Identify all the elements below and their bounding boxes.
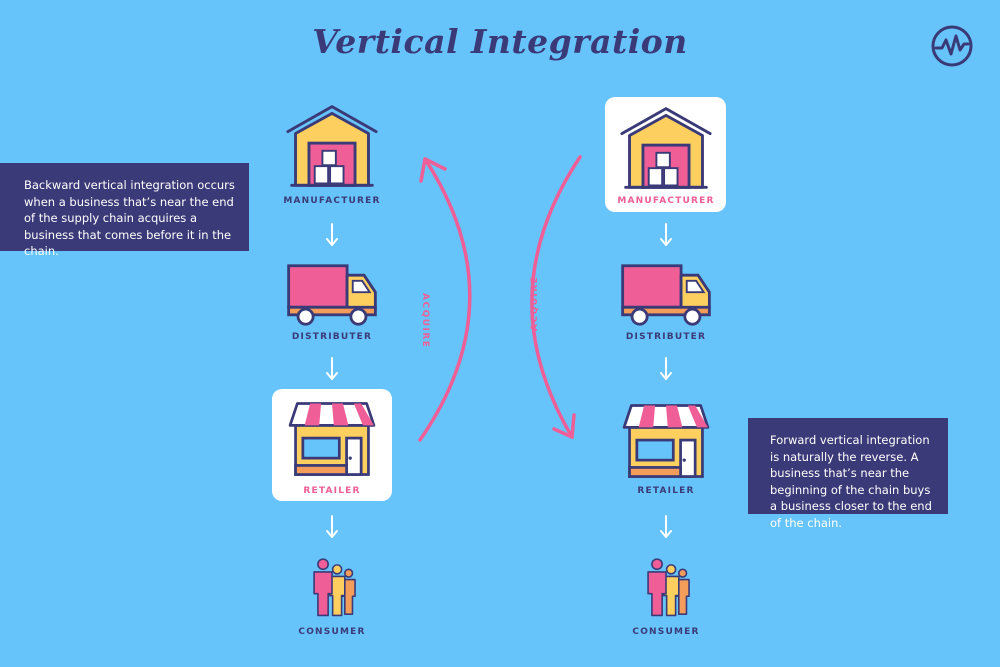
warehouse-icon (618, 104, 714, 192)
truck-icon (618, 262, 714, 328)
arrow-down-icon (325, 514, 339, 540)
arrow-down-icon (325, 222, 339, 248)
forward-step-consumer: CONSUMER (632, 627, 700, 637)
backward-step-distributer: DISTRIBUTER (291, 332, 373, 342)
forward-description-box: Forward vertical integration is naturall… (748, 418, 948, 530)
forward-acquire-arrow (530, 155, 582, 439)
people-icon (634, 553, 698, 619)
people-icon (300, 553, 364, 619)
warehouse-icon (284, 102, 380, 190)
forward-description: Forward vertical integration is naturall… (770, 433, 932, 530)
forward-step-distributer: DISTRIBUTER (625, 332, 707, 342)
backward-step-retailer: RETAILER (303, 486, 361, 496)
forward-step-manufacturer: MANUFACTURER (617, 196, 715, 206)
arrow-down-icon (659, 514, 673, 540)
backward-step-consumer: CONSUMER (298, 627, 366, 637)
backward-description-box: Backward vertical integration occurs whe… (0, 163, 249, 258)
wave-circle-logo (931, 25, 973, 67)
storefront-icon (620, 400, 712, 482)
forward-step-retailer: RETAILER (637, 486, 695, 496)
forward-acquire-label: ACQUIRE (530, 275, 540, 331)
backward-acquire-arrow (418, 157, 472, 442)
arrow-down-icon (659, 222, 673, 248)
storefront-icon (286, 398, 378, 480)
truck-icon (284, 262, 380, 328)
arrow-down-icon (659, 356, 673, 382)
page-title: Vertical Integration (312, 22, 688, 61)
backward-acquire-label: ACQUIRE (420, 293, 430, 349)
backward-description: Backward vertical integration occurs whe… (24, 178, 235, 258)
backward-step-manufacturer: MANUFACTURER (283, 196, 381, 206)
arrow-down-icon (325, 356, 339, 382)
